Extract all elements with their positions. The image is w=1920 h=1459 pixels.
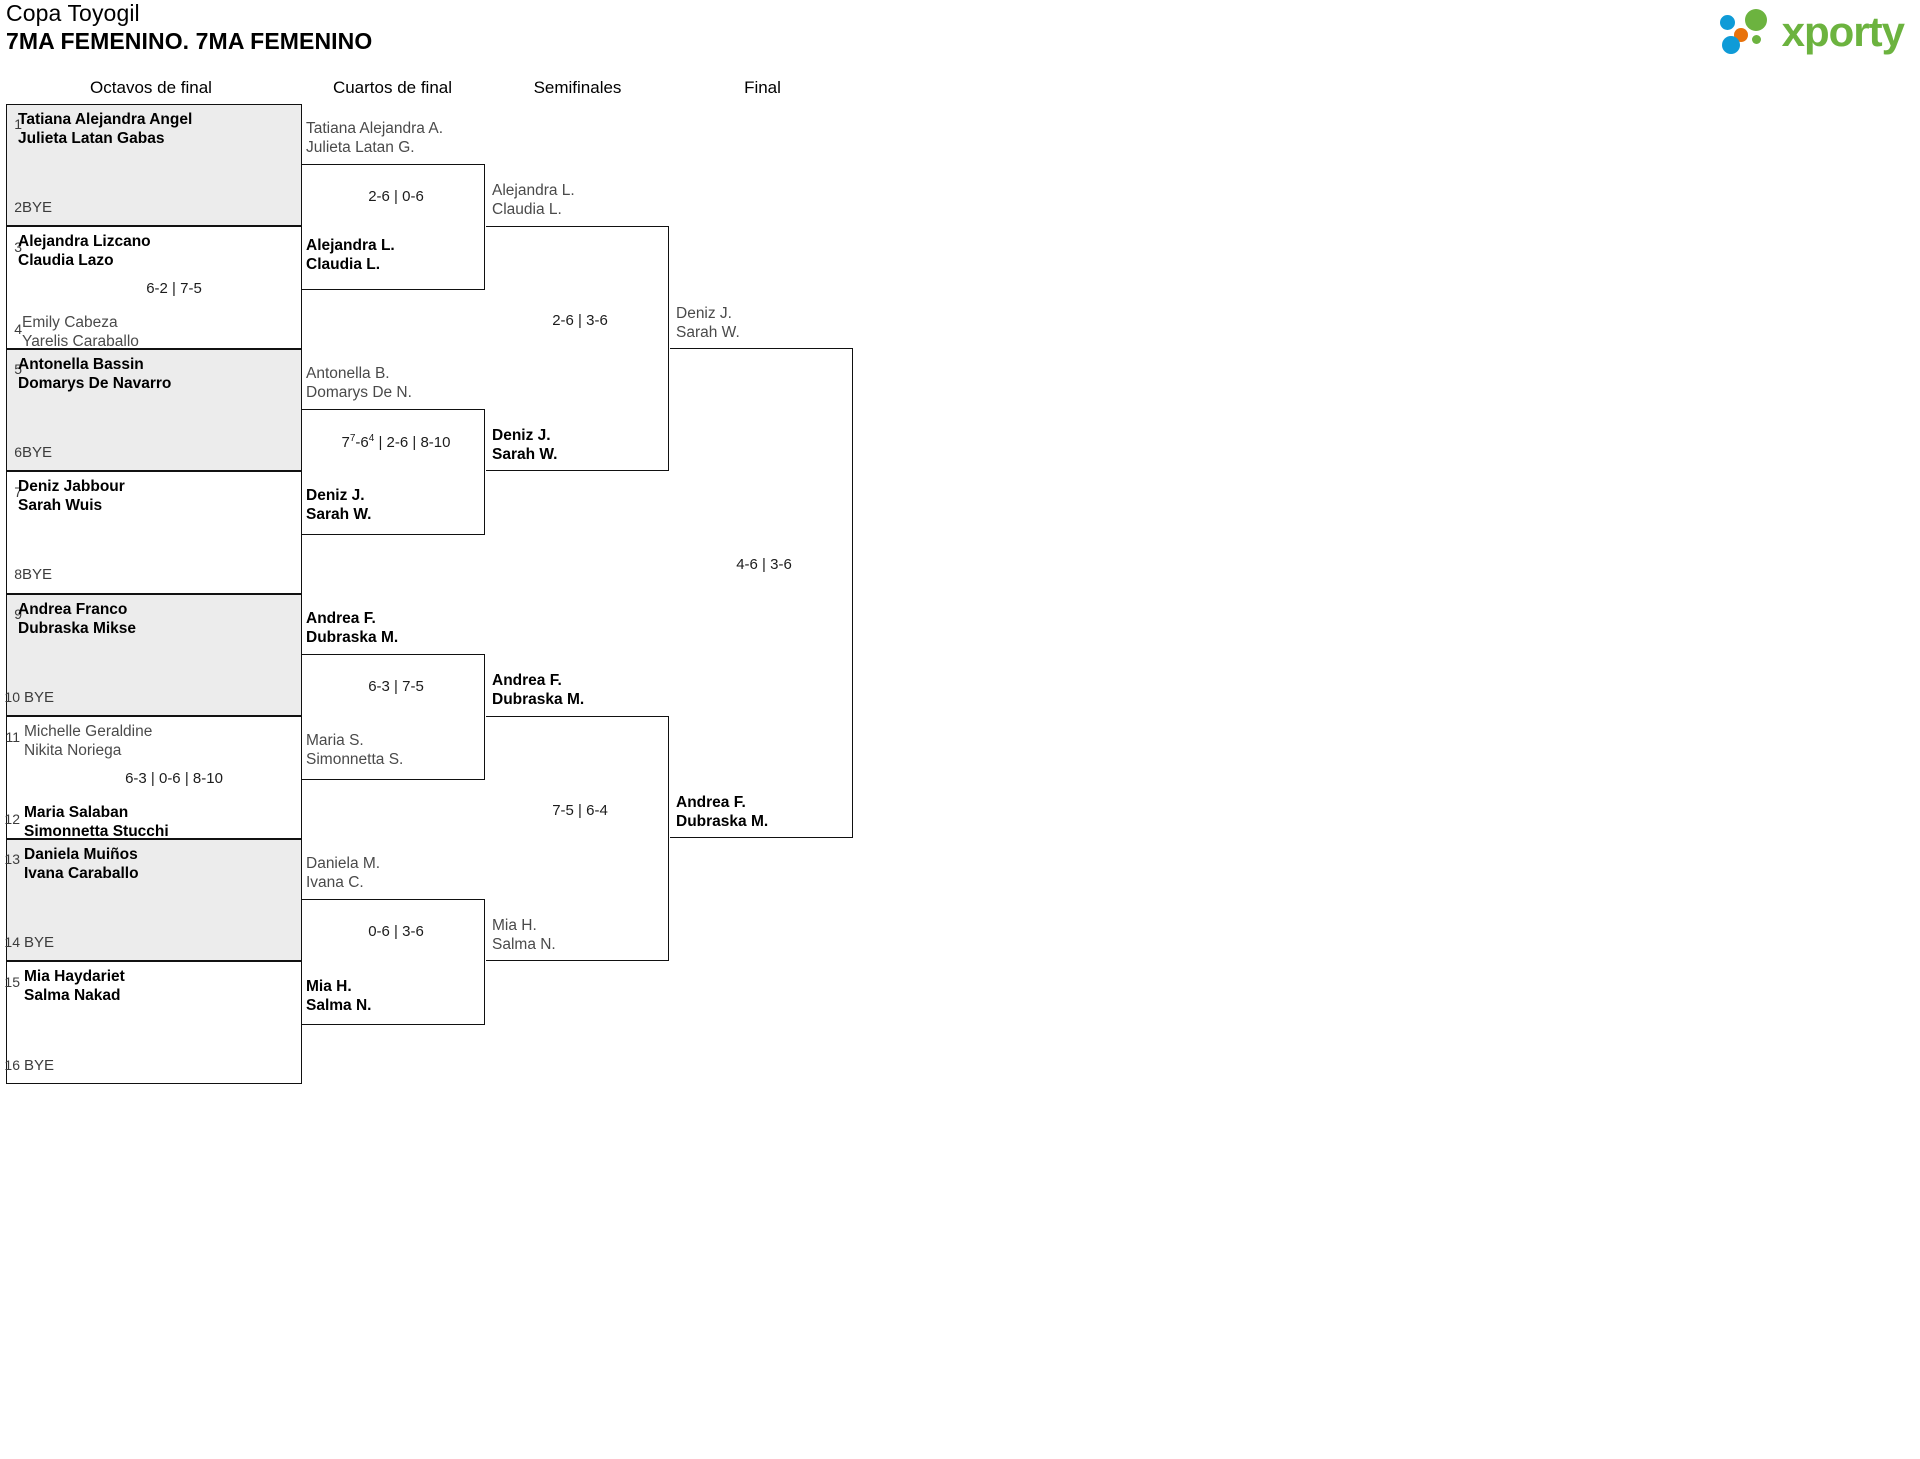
qf-entry-2: Alejandra L. Claudia L. — [306, 237, 395, 273]
xporty-logo: xporty — [1719, 5, 1905, 59]
qf-entry-7: Daniela M. Ivana C. — [306, 855, 381, 891]
seed-number: 10 — [4, 689, 20, 705]
r1-match-box-2[interactable] — [6, 226, 302, 349]
r1-score-2: 6-3 | 0-6 | 8-10 — [125, 770, 223, 787]
qf-entry-6: Maria S. Simonnetta S. — [306, 732, 404, 768]
qf-connector-2 — [302, 409, 485, 535]
qf-connector-4 — [302, 899, 485, 1025]
r1-entry-12: Maria Salaban Simonnetta Stucchi — [24, 804, 169, 840]
round-header-octavos: Octavos de final — [90, 78, 212, 97]
seed-number: 15 — [4, 974, 20, 990]
seed-number: 1 — [14, 116, 22, 132]
bye-label: BYE — [24, 1057, 55, 1074]
r1-match-box-6[interactable] — [6, 716, 302, 839]
seed-number: 3 — [14, 239, 22, 255]
sf-connector-2 — [486, 716, 669, 961]
r1-entry-4: Emily Cabeza Yarelis Caraballo — [22, 314, 139, 350]
bye-label: BYE — [24, 689, 55, 706]
bye-label: BYE — [22, 199, 53, 216]
qf-entry-1: Tatiana Alejandra A. Julieta Latan G. — [306, 120, 444, 156]
seed-number: 2 — [14, 199, 22, 215]
round-header-cuartos: Cuartos de final — [332, 78, 453, 97]
seed-number: 8 — [14, 566, 22, 582]
bye-label: BYE — [22, 566, 53, 583]
qf-entry-5: Andrea F. Dubraska M. — [306, 610, 399, 646]
sf-connector-1 — [486, 226, 669, 471]
r1-match-box-3[interactable] — [6, 349, 302, 471]
r1-score-1: 6-2 | 7-5 — [146, 280, 202, 297]
category-name: 7MA FEMENINO. 7MA FEMENINO — [6, 28, 373, 54]
qf-score-3: 6-3 | 7-5 — [368, 678, 424, 695]
round-header-semifinales: Semifinales — [533, 78, 622, 97]
sf-entry-1: Alejandra L. Claudia L. — [492, 182, 575, 218]
sf-score-1: 2-6 | 3-6 — [552, 312, 608, 329]
logo-wordmark: xporty — [1781, 8, 1905, 55]
r1-match-box-1[interactable] — [6, 104, 302, 226]
seed-number: 6 — [14, 444, 22, 460]
r1-entry-5: Antonella Bassin Domarys De Navarro — [18, 356, 172, 392]
logo-dots-icon — [1719, 7, 1778, 57]
qf-score-2: 77-64 | 2-6 | 8-10 — [341, 433, 451, 451]
r1-entry-13: Daniela Muiños Ivana Caraballo — [24, 846, 139, 882]
qf-entry-3: Antonella B. Domarys De N. — [306, 365, 412, 401]
seed-number: 11 — [5, 729, 20, 745]
seed-number: 4 — [14, 321, 22, 337]
seed-number: 5 — [14, 361, 22, 377]
final-entry-1: Deniz J. Sarah W. — [676, 305, 740, 341]
r1-entry-11: Michelle Geraldine Nikita Noriega — [24, 723, 153, 759]
final-score: 4-6 | 3-6 — [736, 556, 792, 573]
r1-entry-1: Tatiana Alejandra Angel Julieta Latan Ga… — [18, 111, 193, 147]
r1-match-box-4[interactable] — [6, 471, 302, 594]
qf-score-4: 0-6 | 3-6 — [368, 923, 424, 940]
r1-entry-9: Andrea Franco Dubraska Mikse — [18, 601, 137, 637]
qf-score-1: 2-6 | 0-6 — [368, 188, 424, 205]
qf-entry-8: Mia H. Salma N. — [306, 978, 372, 1014]
r1-match-box-5[interactable] — [6, 594, 302, 716]
seed-number: 16 — [4, 1057, 20, 1073]
r1-entry-3: Alejandra Lizcano Claudia Lazo — [18, 233, 151, 269]
round-header-final: Final — [744, 78, 781, 97]
bye-label: BYE — [22, 444, 53, 461]
sf-entry-3: Andrea F. Dubraska M. — [492, 672, 585, 708]
sf-entry-4: Mia H. Salma N. — [492, 917, 556, 953]
qf-connector-1 — [302, 164, 485, 290]
seed-number: 7 — [14, 484, 22, 500]
final-connector — [670, 348, 853, 838]
seed-number: 13 — [4, 851, 20, 867]
seed-number: 9 — [14, 606, 22, 622]
bye-label: BYE — [24, 934, 55, 951]
r1-match-box-7[interactable] — [6, 839, 302, 961]
qf-entry-4: Deniz J. Sarah W. — [306, 487, 372, 523]
sf-entry-2: Deniz J. Sarah W. — [492, 427, 558, 463]
qf-connector-3 — [302, 654, 485, 780]
page-title: Copa Toyogil 7MA FEMENINO. 7MA FEMENINO — [6, 0, 372, 55]
seed-number: 14 — [4, 934, 20, 950]
tournament-name: Copa Toyogil — [6, 0, 140, 26]
r1-entry-7: Deniz Jabbour Sarah Wuis — [18, 478, 125, 514]
r1-match-box-8[interactable] — [6, 961, 302, 1084]
seed-number: 12 — [4, 811, 20, 827]
champion-entry: Andrea F. Dubraska M. — [676, 794, 769, 830]
r1-entry-15: Mia Haydariet Salma Nakad — [24, 968, 125, 1004]
sf-score-2: 7-5 | 6-4 — [552, 802, 608, 819]
